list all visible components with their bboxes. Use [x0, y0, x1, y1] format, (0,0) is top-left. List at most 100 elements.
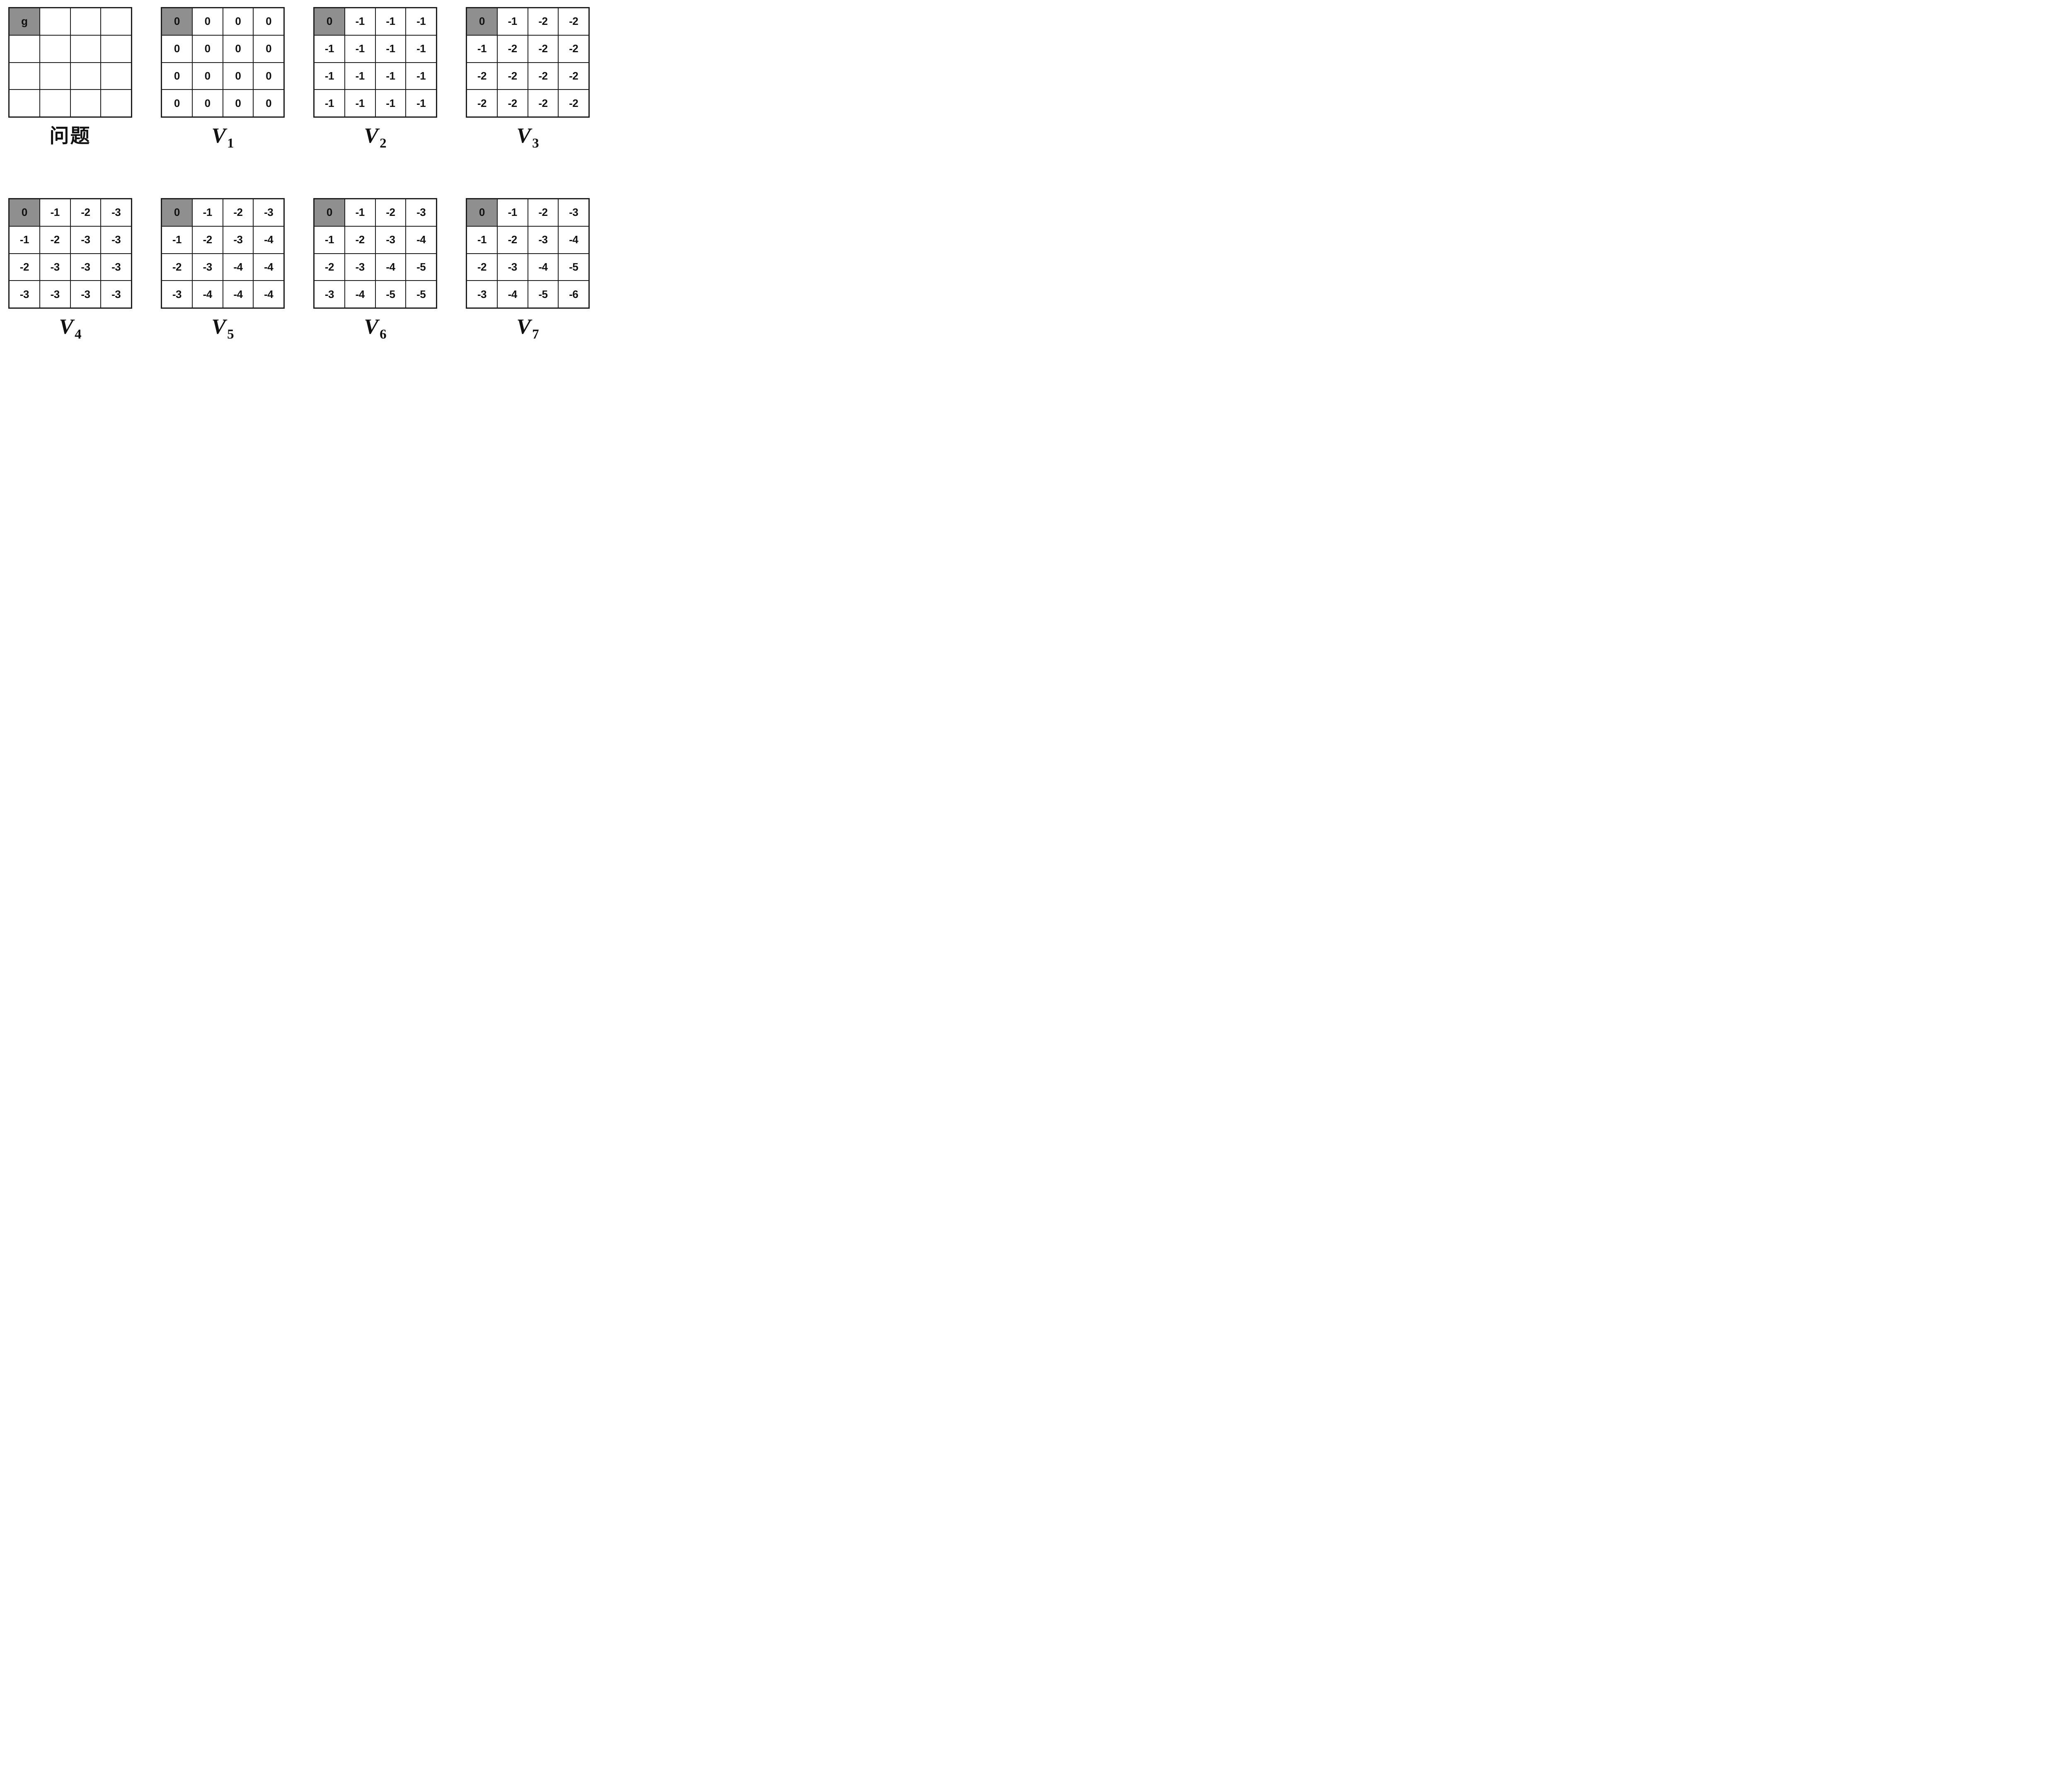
goal-cell: 0 [467, 199, 497, 226]
grid-cell: -1 [345, 8, 375, 35]
grid-cell: -1 [375, 63, 406, 90]
grid-cell: -1 [406, 90, 436, 116]
grid-cell: -3 [254, 199, 283, 226]
grid-cell: -3 [528, 226, 558, 253]
grid-cell: -1 [467, 226, 497, 253]
grid-cell: -3 [467, 281, 497, 307]
panel-label-subscript: 6 [380, 327, 387, 342]
gridworld-grid: 0-1-2-3-1-2-3-3-2-3-3-3-3-3-3-3 [8, 198, 132, 309]
grid-cell: -1 [345, 35, 375, 62]
grid-cell: -2 [528, 199, 558, 226]
grid-cell [101, 90, 131, 116]
panel-label-subscript: 7 [532, 327, 539, 342]
gridworld-grid: 0-1-2-2-1-2-2-2-2-2-2-2-2-2-2-2 [466, 7, 590, 118]
grid-cell: -4 [528, 254, 558, 281]
grid-panel-problem: g 问题 [8, 7, 132, 152]
grid-cell: -1 [10, 226, 39, 253]
grid-cell: -1 [406, 35, 436, 62]
grid-cell: -3 [70, 254, 101, 281]
grid-cell: 0 [223, 90, 253, 116]
grid-cell [40, 35, 70, 62]
panel-label-base: V [211, 124, 226, 148]
grid-cell: -3 [375, 226, 406, 253]
grid-cell: -4 [192, 281, 223, 307]
grid-cell: -5 [559, 254, 588, 281]
grid-cell: -5 [375, 281, 406, 307]
grid-cell [70, 35, 101, 62]
grid-cell: -1 [162, 226, 192, 253]
grid-cell: 0 [162, 63, 192, 90]
grid-cell: -4 [254, 226, 283, 253]
grid-cell: -2 [223, 199, 253, 226]
grid-cell: -2 [528, 90, 558, 116]
grid-cell: -2 [192, 226, 223, 253]
grid-cell: -5 [406, 254, 436, 281]
panel-label-subscript: 3 [532, 136, 539, 151]
grid-cell: 0 [254, 35, 283, 62]
grid-cell: 0 [223, 8, 253, 35]
grid-cell: -1 [406, 63, 436, 90]
grid-cell: -3 [315, 281, 344, 307]
panel-label-subscript: 5 [227, 327, 234, 342]
gridworld-grid: 0-1-2-3-1-2-3-4-2-3-4-5-3-4-5-6 [466, 198, 590, 309]
grid-cell [10, 35, 39, 62]
gridworld-grid: 0-1-1-1-1-1-1-1-1-1-1-1-1-1-1-1 [313, 7, 437, 118]
grid-cell: -1 [497, 199, 528, 226]
grid-cell: 0 [162, 35, 192, 62]
goal-cell: 0 [162, 8, 192, 35]
grid-cell: 0 [192, 8, 223, 35]
gridworld-grid: 0-1-2-3-1-2-3-4-2-3-4-5-3-4-5-5 [313, 198, 437, 309]
grid-cell: -1 [375, 90, 406, 116]
grid-cell: -3 [559, 199, 588, 226]
grid-cell: -1 [315, 35, 344, 62]
grid-cell: 0 [254, 8, 283, 35]
panel-label-base: 问题 [49, 126, 91, 147]
grid-cell: -2 [497, 35, 528, 62]
grid-cell: -1 [315, 63, 344, 90]
grid-cell: -2 [467, 63, 497, 90]
grid-cell: -1 [375, 8, 406, 35]
grid-cell [101, 8, 131, 35]
grid-cell: -3 [70, 281, 101, 307]
grid-cell: -2 [497, 226, 528, 253]
grid-cell: -1 [467, 35, 497, 62]
grid-cell: -4 [223, 281, 253, 307]
grid-cell: -4 [559, 226, 588, 253]
grid-cell: 0 [254, 90, 283, 116]
grid-cell: -1 [315, 226, 344, 253]
grid-cell: -3 [40, 281, 70, 307]
grid-cell: -3 [101, 226, 131, 253]
grid-cell: -4 [497, 281, 528, 307]
grid-cell: -1 [375, 35, 406, 62]
panel-label-base: V [364, 124, 379, 148]
grid-cell: -1 [406, 8, 436, 35]
grid-cell: -2 [467, 90, 497, 116]
panel-label-base: V [59, 315, 74, 339]
grid-cell: -2 [10, 254, 39, 281]
goal-cell: g [10, 8, 39, 35]
panel-label: 问题 [8, 125, 132, 152]
gridworld-grid: 0-1-2-3-1-2-3-4-2-3-4-4-3-4-4-4 [161, 198, 285, 309]
grid-cell: 0 [162, 90, 192, 116]
grid-cell: -2 [467, 254, 497, 281]
grid-cell: -4 [223, 254, 253, 281]
grid-cell: -3 [101, 281, 131, 307]
grid-cell: -1 [345, 199, 375, 226]
grid-cell: -5 [406, 281, 436, 307]
grid-cell: -3 [223, 226, 253, 253]
grid-cell: -2 [559, 35, 588, 62]
grid-cell: -2 [559, 8, 588, 35]
grid-cell: -1 [40, 199, 70, 226]
grid-cell [40, 63, 70, 90]
grid-cell: -4 [254, 254, 283, 281]
grid-cell: -2 [162, 254, 192, 281]
grid-cell: -2 [375, 199, 406, 226]
